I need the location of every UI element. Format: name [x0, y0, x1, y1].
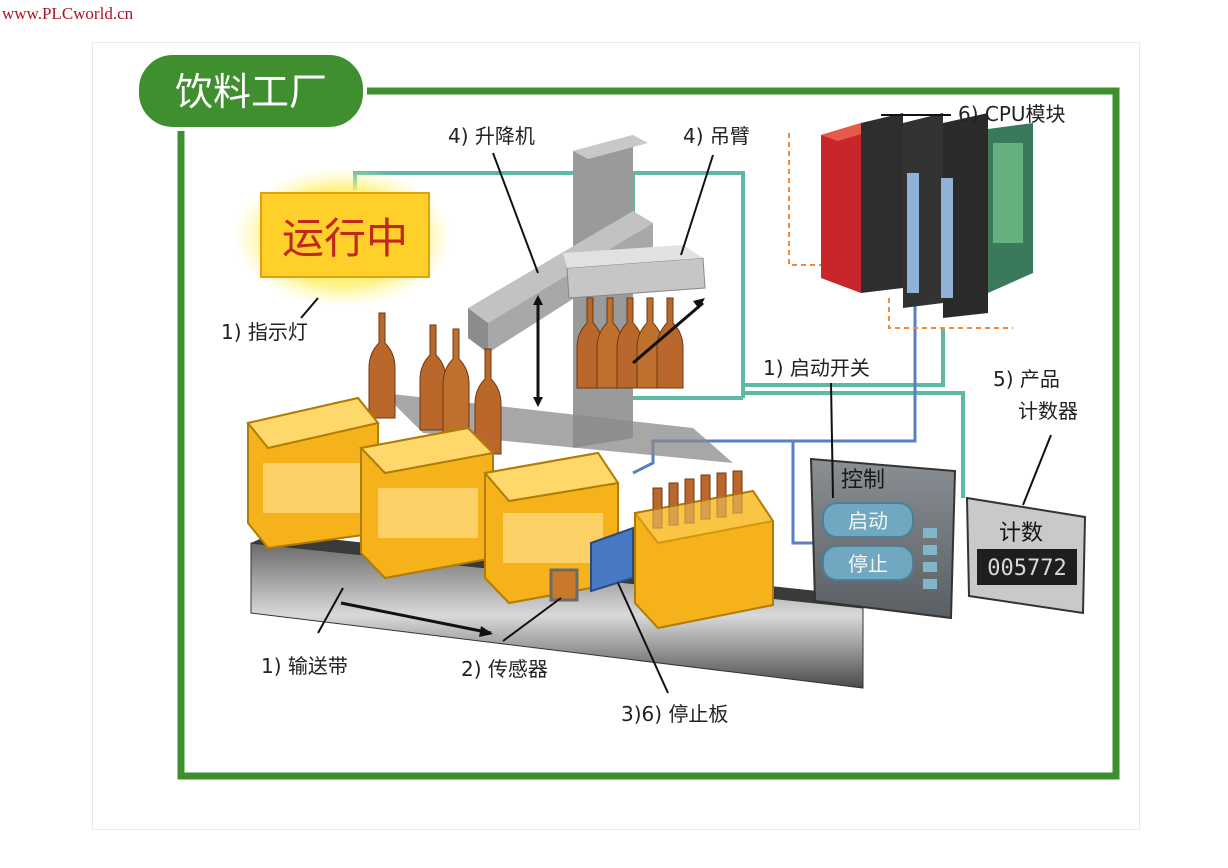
label-elevator: 4) 升降机 — [448, 124, 535, 148]
counter-title: 计数 — [999, 521, 1043, 546]
page-title: 饮料工厂 — [175, 70, 327, 114]
panel-indicator-buttons — [923, 528, 937, 589]
label-indicator-lamp: 1) 指示灯 — [221, 320, 308, 344]
crates — [246, 396, 775, 630]
label-counter-line1: 5) 产品 — [993, 367, 1060, 391]
crate-1 — [246, 396, 380, 550]
product-counter: 计数 005772 — [965, 496, 1087, 615]
start-button-label: 启动 — [848, 509, 888, 533]
sensor — [549, 568, 579, 602]
track — [383, 393, 733, 463]
label-stop-plate: 3)6) 停止板 — [621, 702, 728, 726]
label-counter-line2: 计数器 — [1018, 399, 1078, 423]
label-cpu-module: 6) CPU模块 — [958, 102, 1066, 126]
boom-bottles — [576, 297, 705, 389]
crate-2 — [358, 426, 496, 580]
indicator-sign-text: 运行中 — [282, 214, 408, 263]
label-conveyor: 1) 输送带 — [261, 654, 348, 678]
diagram-canvas: 饮料工厂 运行中 — [92, 42, 1140, 830]
label-start-switch: 1) 启动开关 — [763, 356, 870, 380]
stop-plate — [590, 526, 634, 593]
dashed-lines — [788, 133, 1013, 329]
title-badge: 饮料工厂 — [135, 51, 367, 131]
factory-diagram: 饮料工厂 运行中 — [135, 51, 1120, 780]
label-boom: 4) 吊臂 — [683, 124, 750, 148]
leader-lines — [300, 114, 1052, 694]
crate-4-full — [633, 470, 775, 630]
green-frame — [177, 87, 1120, 780]
plc-cpu-module — [821, 113, 1033, 318]
boom — [563, 245, 706, 299]
indicator-sign: 运行中 — [233, 167, 453, 307]
stop-button[interactable]: 停止 — [822, 545, 914, 581]
conveyor-arrow — [340, 601, 492, 635]
label-sensor: 2) 传感器 — [461, 657, 548, 681]
counter-value: 005772 — [987, 556, 1066, 581]
start-button[interactable]: 启动 — [822, 502, 914, 538]
crate-3 — [483, 451, 620, 605]
watermark: www.PLCworld.cn — [2, 4, 134, 23]
control-panel-title: 控制 — [841, 468, 885, 493]
stop-button-label: 停止 — [848, 552, 888, 576]
